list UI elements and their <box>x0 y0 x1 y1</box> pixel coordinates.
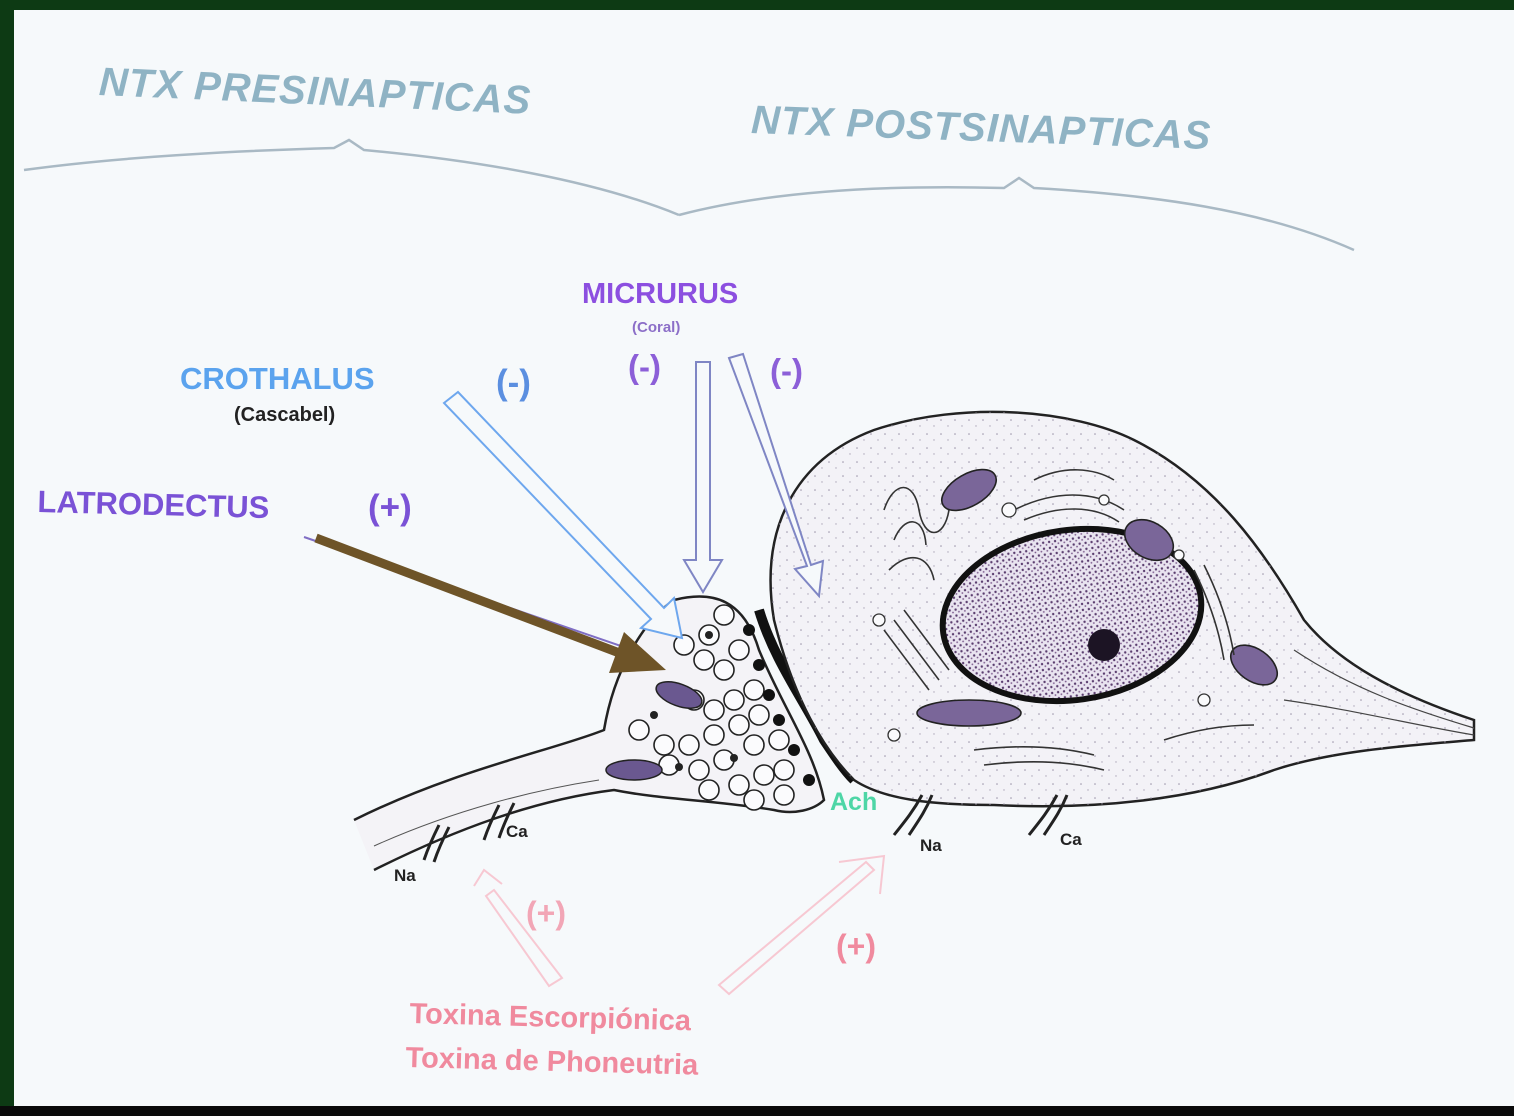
micrurus-effect-right: (-) <box>770 352 803 390</box>
presynaptic-brace <box>24 140 679 215</box>
synapse-diagram <box>14 10 1514 1106</box>
scorpion-effect-left: (+) <box>526 895 566 932</box>
pre-ca-label: Ca <box>506 822 528 842</box>
latrodectus-effect: (+) <box>368 488 412 528</box>
post-ca-label: Ca <box>1060 830 1082 850</box>
crothalus-label: CROTHALUS <box>180 361 375 397</box>
nucleolus <box>1088 629 1120 661</box>
pre-na-label: Na <box>394 866 416 886</box>
postsynaptic-brace <box>679 178 1354 250</box>
latrodectus-label: LATRODECTUS <box>37 484 270 526</box>
micrurus-label: MICRURUS <box>582 278 738 311</box>
slide: NTX PRESINAPTICAS NTX POSTSINAPTICAS MIC… <box>14 10 1514 1106</box>
frame-border-top <box>0 0 1514 10</box>
scorpion-effect-right: (+) <box>836 928 876 965</box>
crothalus-common-name: (Cascabel) <box>234 404 335 427</box>
crothalus-effect: (-) <box>496 363 531 403</box>
frame-border-left <box>0 0 14 1116</box>
micrurus-left-arrow <box>684 362 722 592</box>
ach-label: Ach <box>830 788 877 817</box>
frame-border-bottom <box>0 1106 1514 1116</box>
post-na-label: Na <box>920 836 942 856</box>
scorpion-right-arrow <box>719 856 884 994</box>
micrurus-common-name: (Coral) <box>632 319 680 336</box>
micrurus-effect-left: (-) <box>628 348 661 386</box>
